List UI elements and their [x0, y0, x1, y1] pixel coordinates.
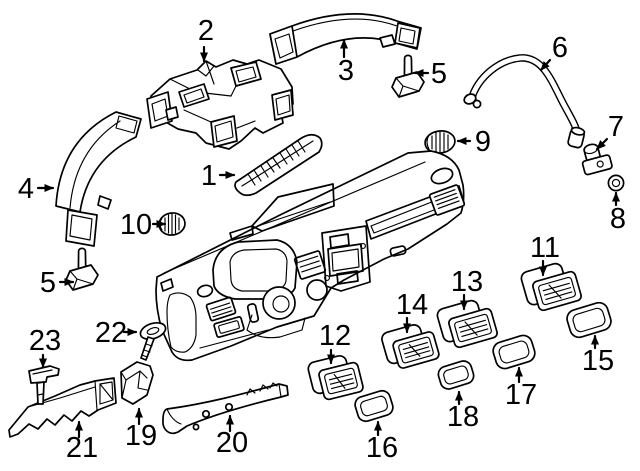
callout-label-23[interactable]: 23 [29, 325, 61, 357]
callout-6-arrow [539, 58, 552, 72]
callout-2: 2 [198, 15, 214, 63]
callout-label-8[interactable]: 8 [610, 203, 626, 235]
callout-label-22[interactable]: 22 [95, 317, 127, 349]
part-2-center-air-distributor [146, 59, 294, 150]
callout-label-4[interactable]: 4 [18, 173, 34, 205]
callout-11: 11 [530, 232, 560, 277]
callout-label-18[interactable]: 18 [447, 401, 479, 433]
part-4-left-duct [55, 111, 142, 247]
callout-label-6[interactable]: 6 [552, 32, 568, 64]
callout-1: 1 [201, 160, 236, 192]
callout-label-16[interactable]: 16 [366, 432, 398, 464]
callout-label-2[interactable]: 2 [198, 15, 214, 47]
callout-label-12[interactable]: 12 [319, 320, 351, 352]
callout-4: 4 [18, 173, 55, 205]
callout-label-10[interactable]: 10 [120, 209, 152, 241]
part-13-vent [436, 299, 498, 349]
callout-5-upper: 5 [413, 58, 447, 90]
part-5-bolt-lower [65, 247, 99, 291]
callout-label-15[interactable]: 15 [582, 345, 614, 377]
instrument-panel-graphic [155, 150, 466, 362]
callout-18: 18 [447, 390, 479, 433]
callout-22: 22 [95, 317, 138, 349]
callout-label-17[interactable]: 17 [505, 379, 537, 411]
part-18-bezel [437, 360, 475, 390]
part-12-vent [307, 354, 364, 401]
callout-label-7[interactable]: 7 [608, 111, 624, 143]
callout-13: 13 [451, 266, 483, 311]
callout-16: 16 [366, 420, 398, 464]
part-11-vent [520, 262, 582, 312]
part-9-oval-cap [424, 130, 456, 154]
part-22-screw [139, 321, 167, 361]
part-23-clip [28, 365, 60, 405]
part-3-upper-duct [269, 13, 422, 65]
callout-21: 21 [66, 420, 98, 464]
callout-label-1[interactable]: 1 [201, 160, 217, 192]
callout-19: 19 [125, 407, 157, 452]
part-17-bezel [492, 334, 536, 370]
part-20-lower-trim [162, 382, 289, 435]
part-14-vent [381, 324, 440, 369]
callout-8: 8 [610, 191, 626, 235]
callout-label-21[interactable]: 21 [66, 432, 98, 464]
callout-label-5-upper[interactable]: 5 [431, 58, 447, 90]
callout-17: 17 [505, 366, 537, 411]
callout-15: 15 [582, 334, 614, 377]
callout-label-9[interactable]: 9 [475, 126, 491, 158]
part-1-defroster-grille [234, 133, 323, 197]
part-8-grommet [607, 174, 625, 192]
callouts: 2 3 5 6 7 8 9 4 1 10 5 23 22 21 19 20 12… [18, 15, 626, 464]
callout-9: 9 [456, 126, 491, 158]
part-7-retainer [581, 143, 613, 176]
part-21-end-trim [8, 377, 117, 438]
callout-label-11[interactable]: 11 [530, 232, 560, 264]
callout-label-3[interactable]: 3 [338, 55, 354, 87]
callout-10: 10 [120, 209, 167, 241]
callout-20: 20 [216, 414, 248, 459]
callout-label-5-lower[interactable]: 5 [40, 267, 56, 299]
part-5-bolt-upper [391, 54, 425, 98]
callout-6: 6 [539, 32, 568, 72]
callout-5-lower: 5 [40, 267, 75, 299]
callout-3: 3 [338, 38, 354, 87]
callout-23: 23 [29, 325, 61, 369]
part-19-lower-duct [120, 361, 154, 405]
callout-label-13[interactable]: 13 [451, 266, 483, 298]
callout-label-14[interactable]: 14 [396, 289, 428, 321]
callout-14: 14 [396, 289, 428, 334]
callout-7: 7 [595, 111, 624, 151]
callout-7-arrow [595, 137, 609, 151]
callout-label-20[interactable]: 20 [216, 427, 248, 459]
callout-label-19[interactable]: 19 [125, 420, 157, 452]
callout-12: 12 [319, 320, 351, 365]
part-16-bezel [354, 389, 394, 423]
part-15-bezel [566, 301, 612, 339]
